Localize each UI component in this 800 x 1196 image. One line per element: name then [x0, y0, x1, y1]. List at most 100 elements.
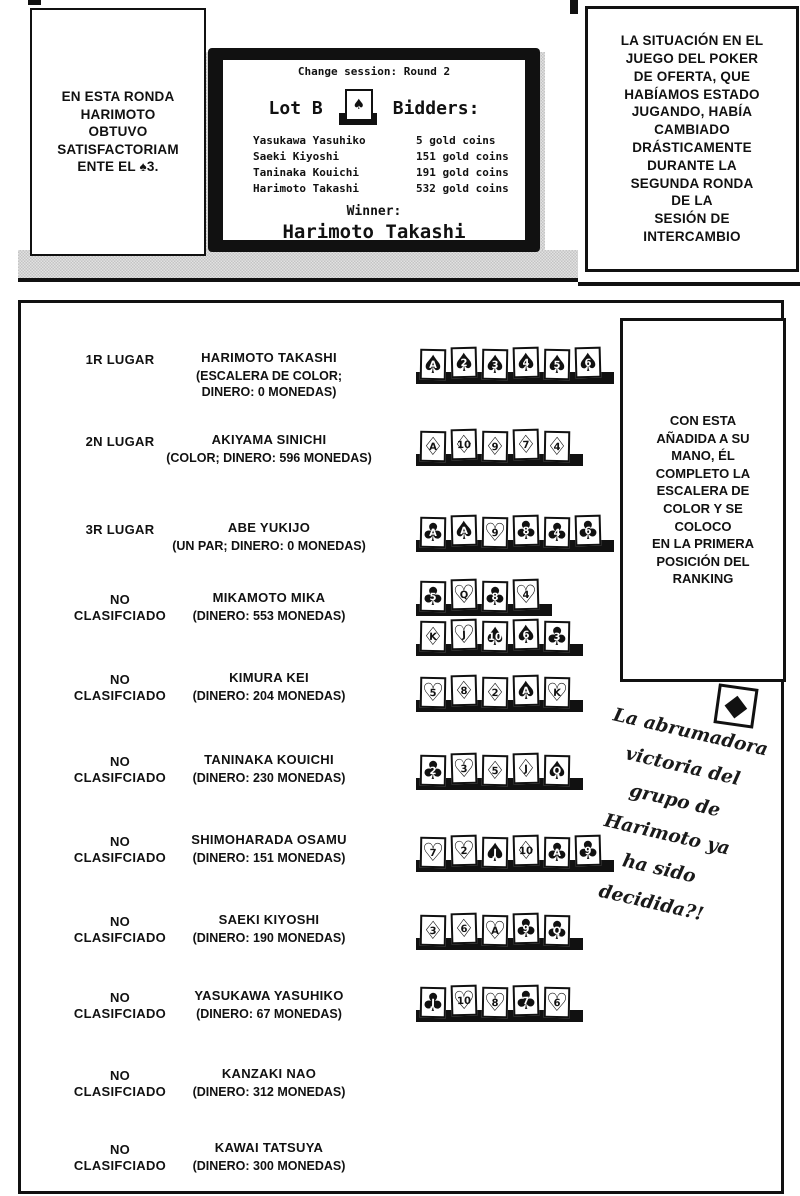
player-detail: (ESCALERA DE COLOR; DINERO: 0 MONEDAS)	[195, 369, 343, 400]
playing-card-spade-A: ♠A	[512, 674, 540, 707]
bidder-amount: 532 gold coins	[416, 182, 509, 195]
playing-card-diamond-5: ♢5	[481, 754, 509, 787]
player-name: SAEKI KIYOSHI	[218, 912, 320, 927]
card-rank: A	[429, 359, 437, 371]
card-rank: 9	[491, 527, 499, 539]
player-detail: (DINERO: 190 MONEDAS)	[192, 931, 346, 945]
card-rank: 5	[429, 687, 437, 699]
player-cards: ♣5♡Q♣8♡4♢K♡J♠10♠6♣3	[416, 578, 583, 658]
card-rank: J	[431, 997, 435, 1009]
bidder-name: Saeki Kiyoshi	[253, 150, 340, 163]
card-rank: 2	[460, 357, 468, 369]
player-info: KAWAI TATSUYA(DINERO: 300 MONEDAS)	[138, 1140, 400, 1174]
playing-card-club-A: ♣A	[419, 516, 447, 549]
card-rank: 2	[429, 765, 437, 777]
player-detail: (UN PAR; DINERO: 0 MONEDAS)	[172, 539, 366, 553]
card-strip: ♣J♡10♡8♣7♡6	[416, 984, 583, 1022]
card-rank: J	[493, 847, 497, 859]
playing-card-heart-7: ♡7	[419, 836, 447, 869]
card-rank: J	[461, 629, 467, 641]
card-strip: ♣A♠A♡9♣8♣4♣6	[416, 514, 614, 552]
rank-label: NO CLASIFCIADO	[73, 990, 167, 1022]
speech-box-left: EN ESTA RONDA HARIMOTO OBTUVO SATISFACTO…	[30, 8, 206, 256]
player-cards: ♢A♢10♢9♢7♢4	[416, 428, 583, 468]
playing-card-diamond-A: ♢A	[419, 430, 447, 463]
playing-card-club-Q: ♣Q	[543, 914, 571, 947]
player-detail: (DINERO: 230 MONEDAS)	[192, 771, 346, 785]
player-cards: ♣A♠A♡9♣8♣4♣6	[416, 514, 614, 554]
player-detail: (DINERO: 151 MONEDAS)	[192, 851, 346, 865]
playing-card-club-8: ♣8	[481, 580, 509, 613]
player-info: YASUKAWA YASUHIKO(DINERO: 67 MONEDAS)	[138, 988, 400, 1022]
player-name: KIMURA KEI	[229, 670, 309, 685]
spade-icon: ♠	[344, 89, 373, 121]
playing-card-club-4: ♣4	[543, 516, 571, 549]
playing-card-diamond-9: ♢9	[481, 430, 509, 463]
player-cards: ♣2♡3♢5♢J♠Q	[416, 752, 583, 792]
playing-card-spade-A: ♠A	[450, 514, 478, 547]
card-rank: A	[429, 527, 437, 539]
card-rank: 3	[553, 631, 561, 643]
player-info: KIMURA KEI(DINERO: 204 MONEDAS)	[138, 670, 400, 704]
playing-card-spade-A: ♠A	[419, 348, 447, 381]
playing-card-club-2: ♣2	[419, 754, 447, 787]
rank-label: 2N LUGAR	[85, 434, 155, 449]
playing-card-diamond-6: ♢6	[450, 912, 478, 945]
player-info: TANINAKA KOUICHI(DINERO: 230 MONEDAS)	[138, 752, 400, 786]
playing-card-heart-10: ♡10	[450, 984, 478, 1017]
card-rank: 8	[491, 997, 499, 1009]
player-detail: (DINERO: 300 MONEDAS)	[192, 1159, 346, 1173]
lot-label: Lot B	[268, 97, 323, 119]
rank-label: NO CLASIFCIADO	[73, 754, 167, 786]
playing-card-club-J: ♣J	[419, 986, 447, 1019]
playing-card-diamond-K: ♢K	[419, 620, 447, 653]
playing-card-diamond-2: ♢2	[481, 676, 509, 709]
bidder-amount: 5 gold coins	[416, 134, 496, 147]
card-rank: 6	[584, 525, 592, 537]
playing-card-heart-J: ♡J	[450, 618, 478, 651]
player-detail: (DINERO: 312 MONEDAS)	[192, 1085, 346, 1099]
playing-card-heart-2: ♡2	[450, 834, 478, 867]
playing-card-heart-A: ♡A	[481, 914, 509, 947]
rank-label: NO CLASIFCIADO	[73, 672, 167, 704]
card-rank: 6	[460, 923, 468, 935]
card-rank: K	[553, 687, 561, 699]
card-strip: ♣2♡3♢5♢J♠Q	[416, 752, 583, 790]
player-name: YASUKAWA YASUHIKO	[194, 988, 344, 1003]
bidder-name: Taninaka Kouichi	[253, 166, 359, 179]
card-rank: 4	[553, 441, 561, 453]
card-rank: 10	[487, 631, 503, 643]
card-rank: 7	[522, 995, 530, 1007]
card-rank: 6	[522, 629, 530, 641]
card-rank: 3	[460, 763, 468, 775]
playing-card-diamond-J: ♢J	[512, 752, 540, 785]
player-info: SHIMOHARADA OSAMU(DINERO: 151 MONEDAS)	[138, 832, 400, 866]
playing-card-diamond-10: ♢10	[450, 428, 478, 461]
player-info: SAEKI KIYOSHI (DINERO: 190 MONEDAS)	[138, 912, 400, 946]
player-detail: (DINERO: 553 MONEDAS)	[192, 609, 346, 623]
bidder-amount: 151 gold coins	[416, 150, 509, 163]
card-rank: A	[459, 525, 469, 537]
card-rank: 10	[518, 845, 534, 857]
card-strip: ♡5♢8♢2♠A♡K	[416, 674, 583, 712]
player-cards: ♡7♡2♠J♢10♣A♣9	[416, 834, 614, 874]
playing-card-spade-2: ♠2	[450, 346, 478, 379]
card-rank: Q	[552, 925, 562, 937]
player-name: HARIMOTO TAKASHI	[201, 350, 337, 365]
winner-name: Harimoto Takashi	[282, 221, 466, 243]
auction-monitor: Change session: Round 2 Lot B ♠ Bidders:…	[208, 48, 540, 252]
card-rank: 7	[522, 439, 530, 451]
playing-card-diamond-3: ♢3	[419, 914, 447, 947]
playing-card-club-6: ♣6	[574, 514, 602, 547]
playing-card-heart-5: ♡5	[419, 676, 447, 709]
player-cards: ♠A♠2♠3♠4♠5♠6	[416, 346, 614, 386]
player-name: ABE YUKIJO	[227, 520, 311, 535]
playing-card-heart-K: ♡K	[543, 676, 571, 709]
player-name: MIKAMOTO MIKA	[212, 590, 326, 605]
card-rank: 6	[584, 357, 592, 369]
card-strip: ♢3♢6♡A♣9♣Q	[416, 912, 583, 950]
card-rank: K	[429, 631, 437, 643]
card-rank: Q	[459, 589, 469, 601]
playing-card-heart-4: ♡4	[512, 578, 540, 611]
card-rank: 2	[491, 687, 499, 699]
